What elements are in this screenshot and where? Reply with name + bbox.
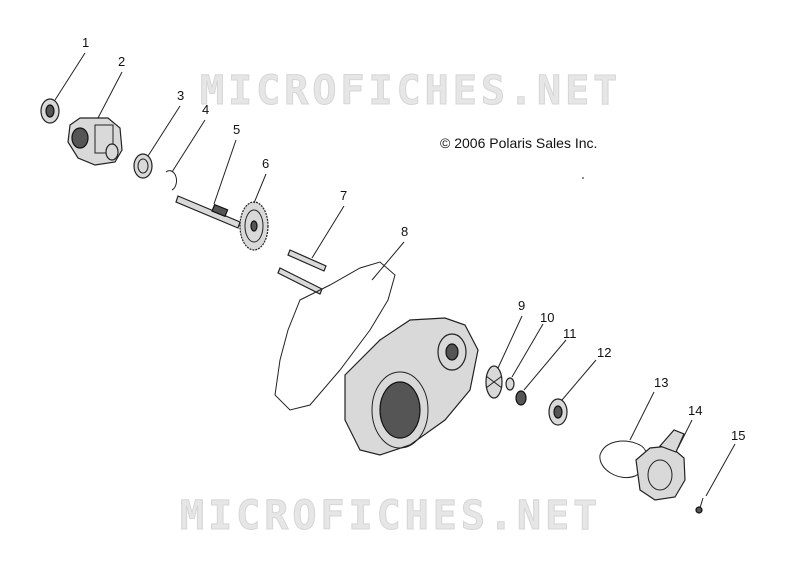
watermark-top: MICROFICHES.NET xyxy=(200,68,621,114)
callout-1: 1 xyxy=(82,35,89,50)
callout-3: 3 xyxy=(177,88,184,103)
callout-11: 11 xyxy=(563,326,577,341)
callout-4: 4 xyxy=(202,102,209,117)
callout-10: 10 xyxy=(540,310,554,325)
part-8-gasket xyxy=(274,261,396,411)
part-15-bolt xyxy=(695,497,704,514)
callout-15: 15 xyxy=(731,428,745,443)
callout-12: 12 xyxy=(597,345,611,360)
part-3-bearing xyxy=(133,153,153,179)
callout-5: 5 xyxy=(233,122,240,137)
part-5-shaft xyxy=(175,195,241,229)
part-2-pump-housing xyxy=(67,117,123,166)
part-9-impeller xyxy=(485,365,503,399)
part-7-dowel-pins xyxy=(277,249,327,295)
part-11-nut xyxy=(515,390,527,406)
part-8-cover xyxy=(344,317,479,456)
part-12-seal xyxy=(548,398,568,426)
part-14-pump-cover xyxy=(635,429,686,501)
callout-6: 6 xyxy=(262,156,269,171)
part-6-gear xyxy=(239,201,269,251)
part-1-rotor xyxy=(40,98,60,124)
callout-2: 2 xyxy=(118,54,125,69)
part-10-washer xyxy=(505,377,515,391)
callout-7: 7 xyxy=(340,188,347,203)
callout-14: 14 xyxy=(688,403,702,418)
copyright-text: © 2006 Polaris Sales Inc. xyxy=(440,135,597,151)
watermark-bottom: MICROFICHES.NET xyxy=(180,493,601,539)
callout-9: 9 xyxy=(518,298,525,313)
callout-8: 8 xyxy=(401,224,408,239)
part-4-circlip xyxy=(165,170,177,191)
callout-13: 13 xyxy=(654,375,668,390)
